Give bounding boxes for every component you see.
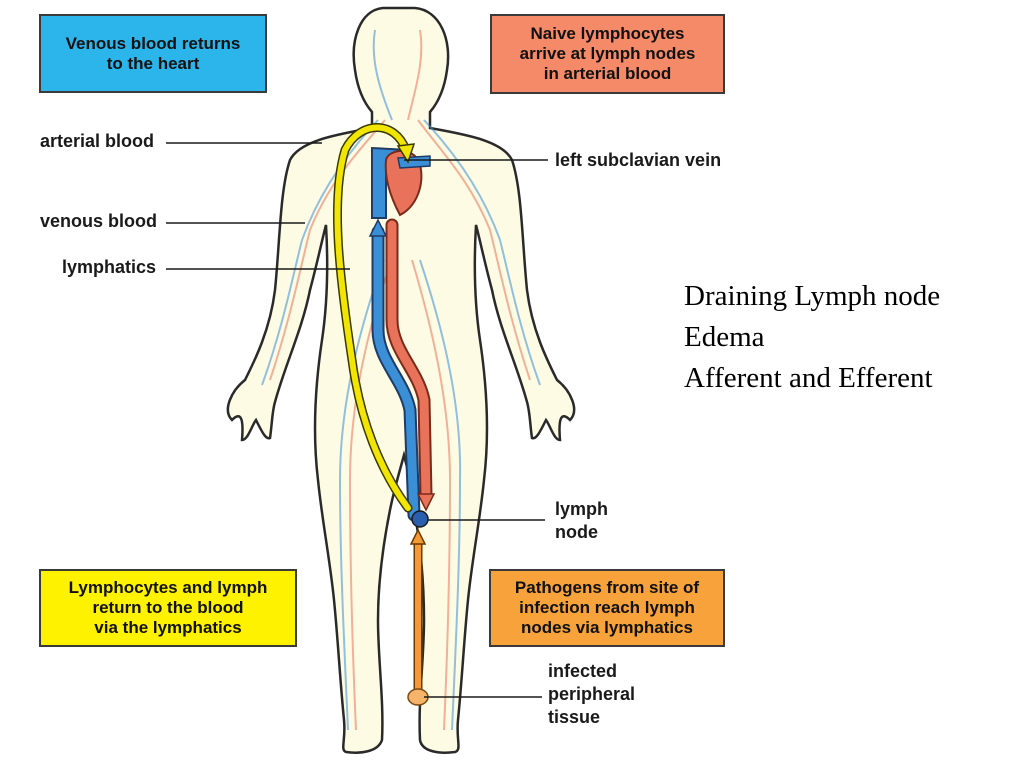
label-infected-peripheral-tissue: infected peripheral tissue [548, 661, 636, 727]
artery-arrow [416, 493, 436, 512]
note-edema: Edema [684, 321, 765, 353]
note-afferent-efferent: Afferent and Efferent [684, 362, 933, 394]
lymphocytes-return-box: Lymphocytes and lymph return to the bloo… [39, 569, 297, 647]
naive-lymphocytes-box: Naive lymphocytes arrive at lymph nodes … [490, 14, 725, 94]
vein-arrow [368, 218, 388, 237]
venous-blood-box: Venous blood returns to the heart [39, 14, 267, 93]
label-left-subclavian-vein: left subclavian vein [555, 150, 722, 170]
leader-lines [166, 142, 548, 698]
note-draining-lymph-node: Draining Lymph node [684, 280, 941, 312]
lymphatic-return-arrow [396, 143, 416, 164]
label-arterial-blood: arterial blood [40, 131, 155, 151]
label-lymph-node: lymph node [555, 499, 609, 542]
label-lymphatics: lymphatics [62, 257, 157, 277]
lymph-node-marker [411, 510, 429, 528]
label-venous-blood: venous blood [40, 211, 157, 231]
notes-list: Draining Lymph node Edema Afferent and E… [684, 276, 940, 399]
infection-arrow [409, 528, 427, 545]
pathogens-box: Pathogens from site of infection reach l… [489, 569, 725, 647]
